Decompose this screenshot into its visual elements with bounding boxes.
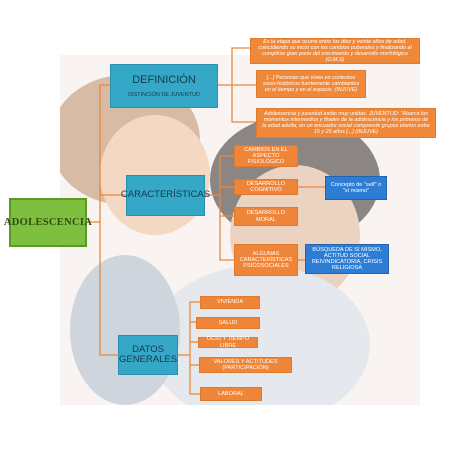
definicion-subtitle: DISTINCIÓN DE JUVENTUD (128, 92, 200, 99)
definicion-note-injuve-2: Adolescencia y juventud están muy unidas… (256, 108, 436, 138)
datos-generales-title: DATOS GENERALES (118, 344, 178, 365)
definicion-title: DEFINICIÓN (132, 73, 196, 86)
item-laboral: LABORAL (200, 387, 262, 401)
definicion-note-injuve-1: [...] Personas que viven en contextos so… (256, 70, 366, 98)
detail-busqueda-si-mismo: BÚSQUEDA DE SÍ MISMO, ACTITUD SOCIAL REI… (305, 244, 389, 274)
item-desarrollo-moral: DESARROLLO MORAL (234, 207, 298, 226)
root-node: ADOLESCENCIA (4, 198, 92, 247)
caracteristicas-node: CARACTERÍSTICAS (121, 175, 210, 216)
item-caracteristicas-psicosociales: ALGUNAS CARACTERÍSTICAS PSICOSOCIALES (234, 244, 298, 276)
definicion-note-oms: Es la etapa que ocurre entre los diez y … (250, 38, 420, 64)
datos-generales-node: DATOS GENERALES (118, 335, 178, 375)
item-valores-actitudes: VALORES Y ACTITUDES (PARTICIPACIÓN) (199, 357, 292, 373)
detail-concepto-self: Concepto de "self" o "sí mismo" (325, 176, 387, 200)
item-vivienda: VIVIENDA (200, 296, 260, 309)
item-ocio-tiempo-libre: OCIO Y TIEMPO LIBRE (198, 336, 258, 349)
item-desarrollo-cognitivo: DESARROLLO COGNITIVO (234, 179, 298, 195)
definicion-node: DEFINICIÓN DISTINCIÓN DE JUVENTUD (110, 64, 218, 108)
item-cambios-fisiologicos: CAMBIOS EN EL ASPECTO FISIOLÓGICO (234, 145, 298, 167)
item-salud: SALUD (196, 317, 260, 329)
caracteristicas-title: CARACTERÍSTICAS (120, 189, 211, 201)
